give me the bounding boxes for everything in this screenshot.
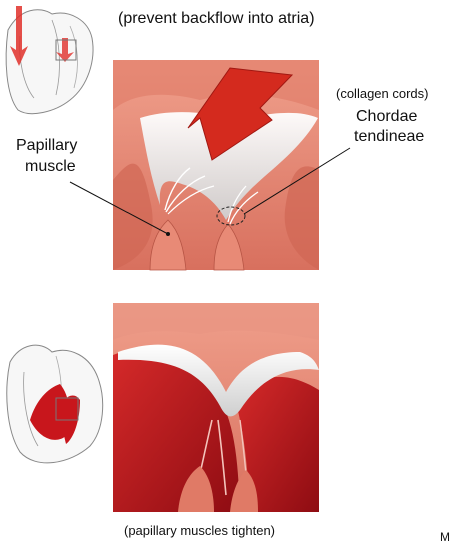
chordae-label-line2: tendineae [354,128,424,146]
bottom-heart-icon [7,345,103,463]
bottom-caption: (papillary muscles tighten) [124,523,275,538]
top-caption: (prevent backflow into atria) [118,10,315,28]
papillary-label-line2: muscle [25,158,76,176]
edge-mark: M [440,530,450,544]
top-heart-icon [6,6,93,114]
papillary-label-line1: Papillary [16,137,77,155]
chordae-label-line1: Chordae [356,108,417,126]
collagen-cords-note: (collagen cords) [336,86,429,101]
open-valve-panel [113,60,319,270]
closed-valve-panel [113,303,319,512]
